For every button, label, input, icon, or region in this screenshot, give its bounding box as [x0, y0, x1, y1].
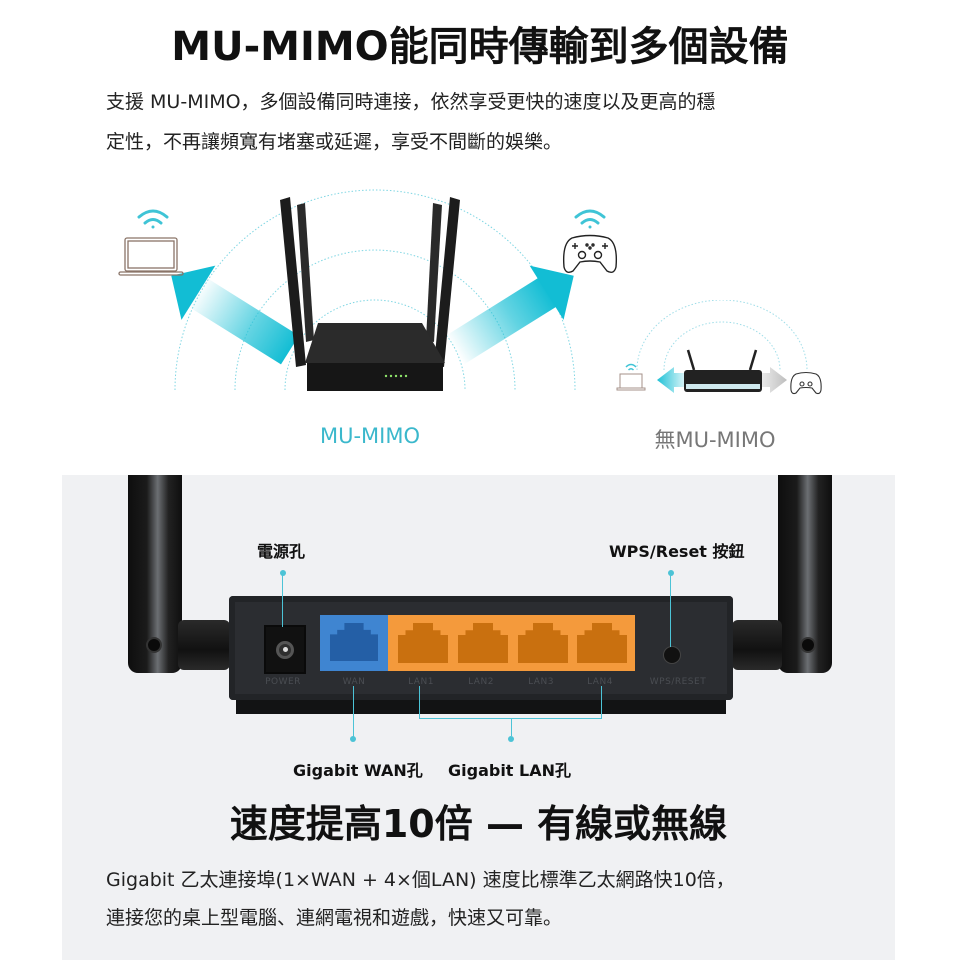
- callout-power: 電源孔: [257, 542, 306, 561]
- no-mu-mimo-diagram: [612, 299, 832, 400]
- mu-mimo-description-line2: 定性，不再讓頻寬有堵塞或延遲，享受不間斷的娛樂。: [106, 131, 563, 153]
- power-port: [264, 625, 306, 674]
- callout-wps: WPS/Reset 按鈕: [609, 542, 745, 561]
- laptop-icon: [118, 237, 184, 276]
- router-icon: [280, 197, 460, 391]
- laptop-device: [118, 205, 188, 280]
- arrow-right: [445, 265, 574, 365]
- port-label-lan3: LAN3: [528, 677, 554, 687]
- antenna-hinge-left: [178, 620, 230, 670]
- callout-bracket-lan: [419, 718, 602, 719]
- callout-line-wan: [353, 686, 354, 738]
- arrow-left-small: [657, 367, 687, 393]
- speed-description-line1: Gigabit 乙太連接埠(1×WAN + 4×個LAN) 速度比標準乙太網路快…: [106, 869, 735, 891]
- router-base: [236, 700, 726, 714]
- speed-description-line2: 連接您的桌上型電腦、連網電視和遊戲，快速又可靠。: [106, 907, 563, 929]
- callout-lan: Gigabit LAN孔: [448, 761, 571, 780]
- antenna-hinge-right: [732, 620, 782, 670]
- label-with-mu-mimo: MU-MIMO: [319, 424, 421, 448]
- callout-dot-wps: [668, 570, 674, 576]
- callout-dot-wan: [350, 736, 356, 742]
- port-label-wan: WAN: [342, 677, 366, 687]
- port-label-lan4: LAN4: [587, 677, 613, 687]
- callout-line-lan: [511, 718, 512, 736]
- arrow-left: [171, 265, 300, 365]
- gamepad-device: [560, 205, 620, 280]
- callout-wan: Gigabit WAN孔: [293, 761, 423, 780]
- callout-line-lan1: [419, 686, 420, 719]
- wan-port: [320, 615, 388, 671]
- callout-dot-power: [280, 570, 286, 576]
- section-title-speed: 速度提高10倍 — 有線或無線: [229, 802, 728, 846]
- mu-mimo-description-line1: 支援 MU-MIMO，多個設備同時連接，依然享受更快的速度以及更高的穩: [106, 91, 716, 113]
- callout-line-power: [282, 573, 283, 627]
- callout-line-lan4: [601, 686, 602, 719]
- gamepad-small-icon: [790, 371, 822, 395]
- port-label-lan1: LAN1: [408, 677, 434, 687]
- callout-dot-lan: [508, 736, 514, 742]
- antenna-right: [778, 475, 832, 673]
- ports-panel: [62, 475, 895, 960]
- gamepad-icon: [562, 234, 618, 274]
- antenna-left: [128, 475, 182, 673]
- wifi-icon: [137, 209, 169, 229]
- wifi-small-icon: [625, 363, 637, 371]
- wps-reset-button: [663, 646, 681, 664]
- section-title-mu-mimo: MU-MIMO能同時傳輸到多個設備: [171, 24, 789, 70]
- label-without-mu-mimo: 無MU-MIMO: [654, 428, 776, 452]
- port-label-wps: WPS/RESET: [649, 677, 707, 687]
- laptop-small-icon: [616, 373, 646, 391]
- port-label-power: POWER: [265, 677, 301, 687]
- callout-line-wps: [670, 573, 671, 647]
- router-small-icon: [684, 349, 762, 392]
- signal-arcs: [171, 189, 576, 391]
- wifi-icon: [574, 209, 606, 229]
- mu-mimo-diagram: [100, 175, 620, 455]
- arrow-right-small: [757, 367, 787, 393]
- port-label-lan2: LAN2: [468, 677, 494, 687]
